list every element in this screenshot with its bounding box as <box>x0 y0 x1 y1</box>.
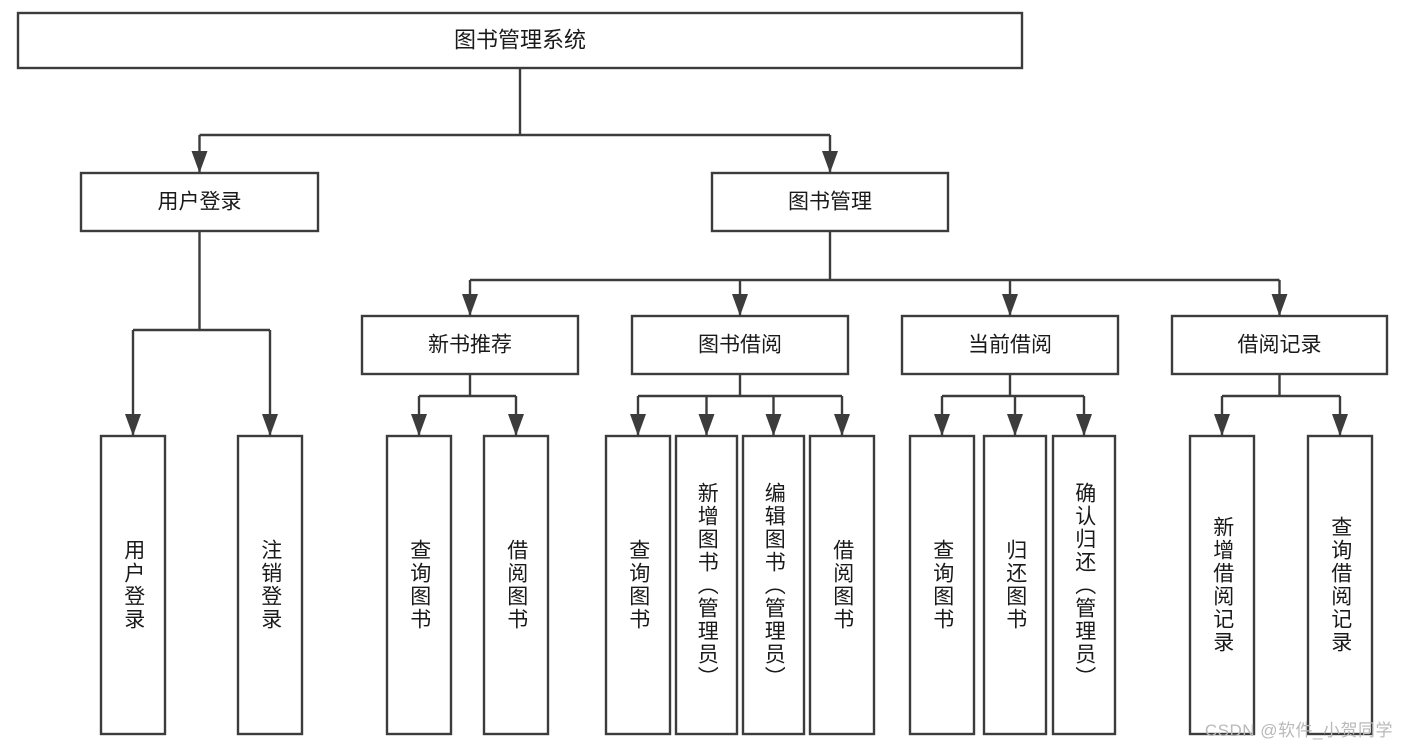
arrow-head-icon <box>1332 414 1348 436</box>
node-level2-1-label: 图书管理 <box>788 191 872 214</box>
arrow-head-icon <box>630 414 646 436</box>
node-leaf-9[interactable] <box>982 434 1048 736</box>
node-leaf-4[interactable] <box>604 434 672 736</box>
node-level2-0[interactable] <box>79 171 320 233</box>
node-level3-3[interactable] <box>1170 314 1389 376</box>
node-level3-3-label: 借阅记录 <box>1238 334 1322 357</box>
node-level3-1[interactable] <box>630 314 850 376</box>
arrow-head-icon <box>191 151 208 173</box>
node-leaf-2[interactable] <box>385 434 453 736</box>
node-root-图书管理系统[interactable] <box>16 11 1024 70</box>
node-root-label: 图书管理系统 <box>454 27 586 52</box>
node-leaf-10[interactable] <box>1051 434 1117 736</box>
arrow-head-icon <box>1271 294 1288 316</box>
node-level2-1[interactable] <box>710 171 950 233</box>
arrow-head-icon <box>1002 294 1018 316</box>
node-leaf-6[interactable] <box>741 434 806 736</box>
node-leaf-12[interactable] <box>1306 434 1374 736</box>
arrow-head-icon <box>732 294 748 316</box>
arrow-head-icon <box>698 414 715 436</box>
arrow-head-icon <box>822 151 838 173</box>
arrow-head-icon <box>125 414 141 436</box>
node-leaf-1[interactable] <box>236 434 304 736</box>
node-leaf-11[interactable] <box>1188 434 1256 736</box>
box-layer <box>16 11 1389 736</box>
node-level3-2-label: 当前借阅 <box>968 334 1052 357</box>
node-leaf-3[interactable] <box>482 434 550 736</box>
edge-layer <box>125 68 1348 436</box>
node-leaf-8[interactable] <box>908 434 976 736</box>
node-level3-0-label: 新书推荐 <box>428 334 512 357</box>
arrow-head-icon <box>765 414 782 436</box>
watermark-text: CSDN @软件_小贺同学 <box>1204 721 1393 740</box>
node-level3-1-label: 图书借阅 <box>698 334 782 357</box>
arrow-head-icon <box>1076 414 1092 436</box>
node-level3-2[interactable] <box>900 314 1120 376</box>
node-level3-0[interactable] <box>360 314 580 376</box>
arrow-head-icon <box>508 414 524 436</box>
arrow-head-icon <box>462 294 478 316</box>
node-leaf-5[interactable] <box>674 434 739 736</box>
node-level2-0-label: 用户登录 <box>158 191 242 214</box>
arrow-head-icon <box>1214 414 1230 436</box>
arrow-head-icon <box>934 414 950 436</box>
node-leaf-0[interactable] <box>99 434 167 736</box>
arrow-head-icon <box>262 414 278 436</box>
arrow-head-icon <box>1007 414 1023 436</box>
node-leaf-7[interactable] <box>808 434 876 736</box>
arrow-head-icon <box>834 414 850 436</box>
arrow-head-icon <box>411 414 427 436</box>
